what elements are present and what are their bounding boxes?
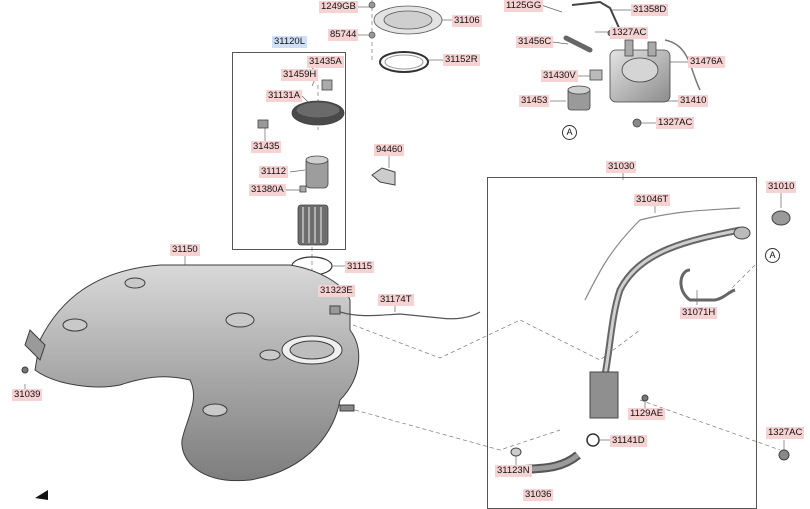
part-label-31323e[interactable]: 31323E	[318, 285, 355, 297]
part-label-31435a[interactable]: 31435A	[307, 56, 344, 68]
callout-a-right[interactable]: A	[765, 248, 780, 263]
canister-assembly	[563, 0, 701, 128]
part-label-1125gg[interactable]: 1125GG	[504, 0, 544, 12]
part-label-31152r[interactable]: 31152R	[443, 54, 480, 66]
pump-module	[257, 79, 345, 246]
part-label-31036[interactable]: 31036	[523, 489, 554, 501]
part-label-31150[interactable]: 31150	[170, 244, 200, 256]
filler-neck-group-box	[487, 177, 757, 509]
part-label-31123n[interactable]: 31123N	[495, 465, 532, 477]
part-label-31459h[interactable]: 31459H	[281, 69, 319, 81]
part-label-31010[interactable]: 31010	[766, 181, 797, 193]
part-label-31174t[interactable]: 31174T	[378, 294, 414, 306]
part-label-31456c[interactable]: 31456C	[516, 36, 554, 48]
part-label-31430v[interactable]: 31430V	[541, 70, 578, 82]
part-label-31358d[interactable]: 31358D	[631, 4, 669, 16]
part-label-31071h[interactable]: 31071H	[680, 307, 718, 319]
part-label-31131a[interactable]: 31131A	[266, 90, 303, 102]
part-label-85744[interactable]: 85744	[328, 29, 359, 41]
part-label-1327ac-bottom[interactable]: 1327AC	[766, 427, 805, 439]
callout-a-top[interactable]: A	[562, 125, 577, 140]
pump-module-group-box	[232, 52, 346, 250]
sensor-94460	[371, 167, 396, 186]
fuel-pump-cover	[368, 1, 443, 73]
part-label-1327ac-top[interactable]: 1327AC	[610, 27, 649, 39]
part-label-1249gb[interactable]: 1249GB	[319, 1, 358, 13]
part-label-31141d[interactable]: 31141D	[610, 435, 647, 447]
part-label-1129ae[interactable]: 1129AE	[628, 408, 666, 420]
front-arrow-icon	[35, 490, 48, 500]
part-label-31380a[interactable]: 31380A	[249, 184, 286, 196]
fuel-tank	[21, 264, 360, 482]
part-label-31410[interactable]: 31410	[678, 95, 709, 107]
part-label-31453[interactable]: 31453	[519, 95, 550, 107]
group-label-31120l[interactable]: 31120L	[272, 36, 307, 48]
part-label-31115[interactable]: 31115	[345, 261, 375, 273]
part-label-31476a[interactable]: 31476A	[688, 56, 725, 68]
part-label-1327ac-mid[interactable]: 1327AC	[656, 117, 695, 129]
part-label-31106[interactable]: 31106	[452, 15, 482, 27]
part-label-94460[interactable]: 94460	[374, 144, 405, 156]
part-label-31112[interactable]: 31112	[259, 166, 289, 178]
hose-31174t	[329, 305, 481, 320]
part-label-31030[interactable]: 31030	[606, 161, 637, 173]
part-label-31039[interactable]: 31039	[12, 389, 43, 401]
part-label-31046t[interactable]: 31046T	[634, 194, 671, 206]
part-label-31435[interactable]: 31435	[251, 141, 282, 153]
